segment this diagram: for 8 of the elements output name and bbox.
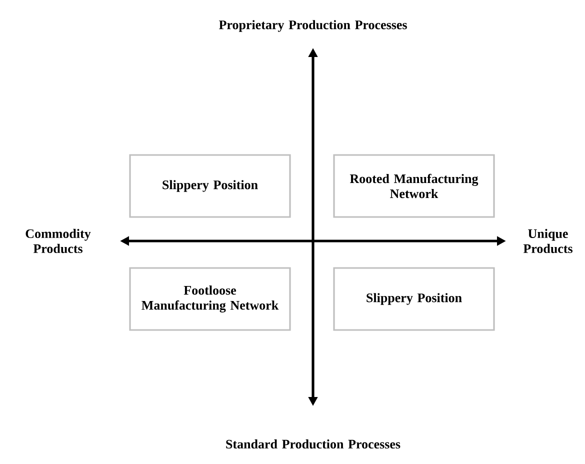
quadrant-box: Footloose Manufacturing Network [129,267,291,331]
axis-label: Commodity Products [26,228,91,254]
quadrant-box: Slippery Position [333,267,495,331]
axis-label: Standard Production Processes [226,439,400,449]
quadrant-box: Slippery Position [129,154,291,218]
axis-label: Proprietary Production Processes [219,20,407,32]
quadrant-box: Rooted Manufacturing Network [333,154,495,218]
axis-label: Unique Products [523,228,572,254]
